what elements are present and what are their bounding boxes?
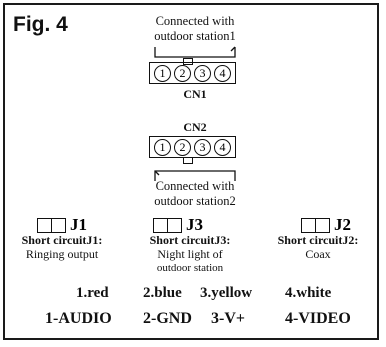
jumper-j3-description: Short circuitJ3: Night light of outdoor … <box>135 233 245 275</box>
cn1-pin-2: 2 <box>174 64 191 82</box>
cn1-connector: 1 2 3 4 <box>149 62 236 84</box>
jumper-j2-desc-line1: Coax <box>305 247 331 261</box>
cn2-connector: 1 2 3 4 <box>149 136 236 158</box>
cn1-key-tab <box>183 58 193 65</box>
wire-color-4: 4.white <box>285 285 332 301</box>
cn2-caption-line1: Connected with <box>155 179 235 193</box>
cn1-bracket <box>154 47 236 58</box>
cn2-label: CN2 <box>183 120 207 134</box>
signal-2: 2-GND <box>143 310 192 327</box>
cn2-pin-3: 3 <box>194 138 211 156</box>
cn2-caption: Connected with outdoor station2 <box>131 179 259 209</box>
jumper-j1-label: J1 <box>70 215 87 234</box>
jumper-j1-description: Short circuitJ1: Ringing output <box>7 233 117 261</box>
cn2-caption-line2: outdoor station2 <box>154 194 236 208</box>
jumper-j3-desc-line1: Night light of <box>157 247 223 261</box>
cn1-caption-line2: outdoor station1 <box>154 29 236 43</box>
cn1-pin-4: 4 <box>214 64 231 82</box>
jumper-j3-header-icon <box>153 217 182 233</box>
signal-4: 4-VIDEO <box>285 310 351 327</box>
cn2-pin-1: 1 <box>154 138 171 156</box>
cn1-pin-1: 1 <box>154 64 171 82</box>
jumper-j3-label: J3 <box>186 215 203 234</box>
jumper-j3-title: Short circuitJ3: <box>149 233 231 247</box>
jumper-j1-desc-line1: Ringing output <box>25 247 99 261</box>
connector-leader-lines <box>154 46 236 181</box>
jumper-j2: J2 <box>301 215 351 235</box>
figure-frame: Fig. 4 Connected with outdoor station1 1… <box>3 3 379 340</box>
cn2-bracket <box>154 170 236 181</box>
jumper-j1-title: Short circuitJ1: <box>21 233 103 247</box>
jumper-j2-header-icon <box>301 217 330 233</box>
jumper-j2-description: Short circuitJ2: Coax <box>263 233 373 261</box>
jumper-j2-label: J2 <box>334 215 351 234</box>
jumper-j1-header-icon <box>37 217 66 233</box>
wire-color-3: 3.yellow <box>200 285 253 301</box>
jumper-j2-title: Short circuitJ2: <box>277 233 359 247</box>
cn1-caption-line1: Connected with <box>155 14 235 28</box>
signal-1: 1-AUDIO <box>45 310 112 327</box>
jumper-j3-desc-line2: outdoor station <box>156 262 224 274</box>
wire-color-2: 2.blue <box>143 285 182 301</box>
cn2-key-tab <box>183 157 193 164</box>
cn1-pin-3: 3 <box>194 64 211 82</box>
figure-label: Fig. 4 <box>13 13 68 36</box>
wire-color-1: 1.red <box>76 285 109 301</box>
cn1-label: CN1 <box>183 87 207 101</box>
cn2-pin-4: 4 <box>214 138 231 156</box>
signal-3: 3-V+ <box>211 310 245 327</box>
jumper-j3: J3 <box>153 215 203 235</box>
cn1-caption: Connected with outdoor station1 <box>131 14 259 44</box>
jumper-j1: J1 <box>37 215 87 235</box>
cn2-pin-2: 2 <box>174 138 191 156</box>
